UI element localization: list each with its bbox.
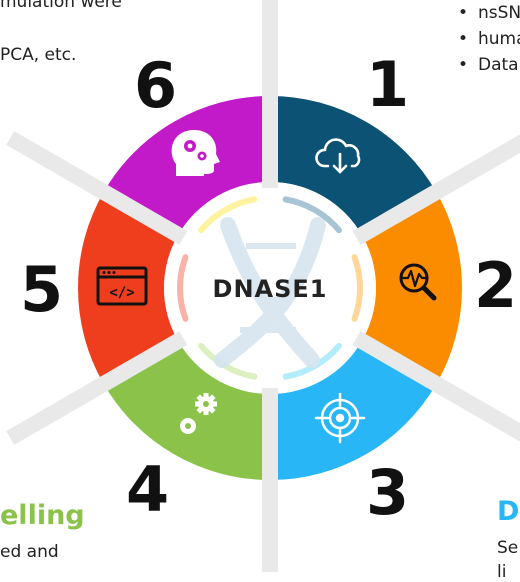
segment-number-1: 1 — [366, 48, 409, 121]
gear-tooth — [195, 401, 200, 407]
head-gears-icon — [171, 129, 220, 176]
inner-arc-5 — [177, 254, 189, 322]
segment-number-3: 3 — [366, 456, 409, 529]
bottom-left-text: ed and — [0, 542, 59, 562]
spoke-3 — [352, 331, 520, 442]
svg-text:</>: </> — [109, 285, 134, 301]
bottom-left-heading: elling — [0, 500, 85, 531]
segment-number-2: 2 — [474, 249, 517, 322]
left-text-line-2: PCA, etc. — [0, 45, 77, 65]
gear-tooth — [203, 410, 209, 415]
gear-tooth — [203, 393, 209, 398]
inner-arc-6 — [198, 196, 258, 234]
magnifier-pulse-icon — [399, 263, 437, 301]
segment-number-6: 6 — [134, 49, 177, 122]
inner-arc-2 — [351, 254, 363, 322]
inner-arc-1 — [282, 196, 342, 234]
left-text-line-1: mulation were — [0, 0, 122, 12]
bottom-right-heading: D — [497, 496, 520, 527]
center-label: DNASE1 — [213, 275, 328, 303]
segment-2 — [361, 192, 462, 384]
code-window-icon: </> — [96, 266, 148, 306]
cloud-download-icon — [315, 138, 361, 174]
right-bullet-list: nsSN huma Data — [458, 0, 520, 78]
segment-3 — [270, 341, 437, 480]
gear-tooth — [212, 401, 217, 407]
spoke-6 — [6, 131, 188, 245]
bullet-item: Data — [458, 52, 520, 78]
spoke-2 — [352, 134, 520, 245]
bullet-item: huma — [458, 26, 520, 52]
segment-number-5: 5 — [20, 253, 63, 326]
gear-tooth — [196, 394, 204, 402]
gear-tooth — [208, 394, 216, 402]
target-crosshair-icon — [314, 392, 366, 444]
segment-4 — [103, 341, 271, 480]
separator-spokes — [6, 0, 520, 572]
gear-tooth — [196, 406, 204, 414]
gear-tooth — [208, 406, 216, 414]
segment-5 — [78, 192, 179, 384]
spoke-5 — [6, 331, 188, 445]
bottom-right-text-1: Se — [497, 538, 519, 558]
gears-icon — [180, 393, 217, 434]
dna-watermark-icon — [214, 217, 326, 368]
bullet-item: nsSN — [458, 0, 520, 26]
segment-number-4: 4 — [126, 453, 169, 526]
